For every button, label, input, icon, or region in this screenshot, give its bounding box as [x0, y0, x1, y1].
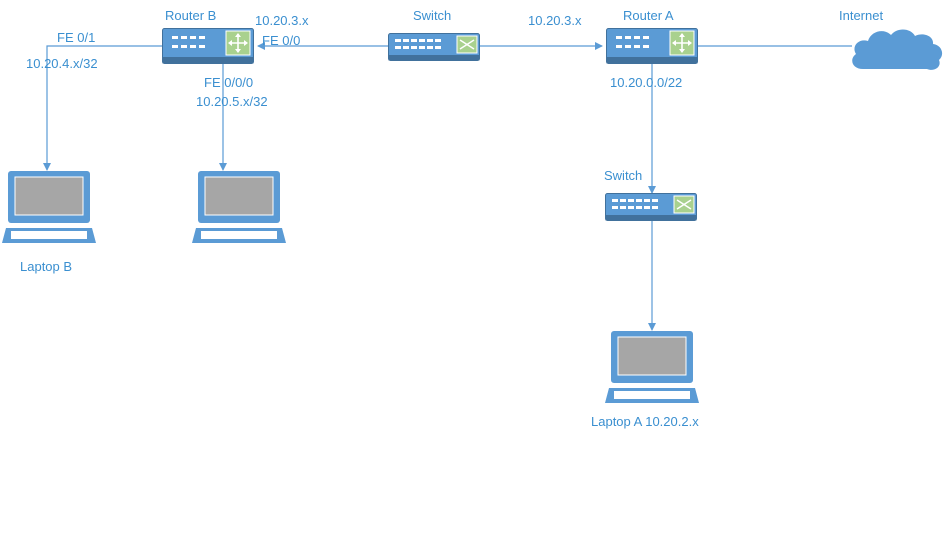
switch-top-label: Switch — [413, 8, 452, 23]
router-b-fe00-address: 10.20.3.x — [255, 13, 309, 28]
internet-label: Internet — [839, 8, 884, 23]
connections — [43, 42, 852, 331]
laptop-b-label: Laptop B — [20, 259, 73, 274]
router-a-subnet: 10.20.0.0/22 — [610, 75, 683, 90]
laptop-middle-icon — [191, 170, 287, 244]
switch-lower-label: Switch — [604, 168, 643, 183]
switch-lower-icon — [605, 193, 697, 221]
laptop-a-icon — [604, 330, 700, 404]
router-b-fe000-address: 10.20.5.x/32 — [196, 94, 268, 109]
internet-cloud-icon — [852, 29, 943, 70]
router-b-label: Router B — [165, 8, 217, 23]
switch-top-icon — [388, 33, 480, 61]
link-router-b-to-laptop-b — [43, 45, 162, 171]
laptop-b-icon — [1, 170, 97, 244]
router-b-icon — [162, 28, 254, 64]
router-a-link-address: 10.20.3.x — [528, 13, 582, 28]
laptop-a-label: Laptop A 10.20.2.x — [591, 414, 699, 429]
router-b-fe01-label: FE 0/1 — [57, 30, 96, 45]
router-a-label: Router A — [623, 8, 674, 23]
router-b-fe00-label: FE 0/0 — [262, 33, 301, 48]
router-a-icon — [606, 28, 698, 64]
router-b-fe01-address: 10.20.4.x/32 — [26, 56, 98, 71]
router-b-fe000-label: FE 0/0/0 — [204, 75, 254, 90]
